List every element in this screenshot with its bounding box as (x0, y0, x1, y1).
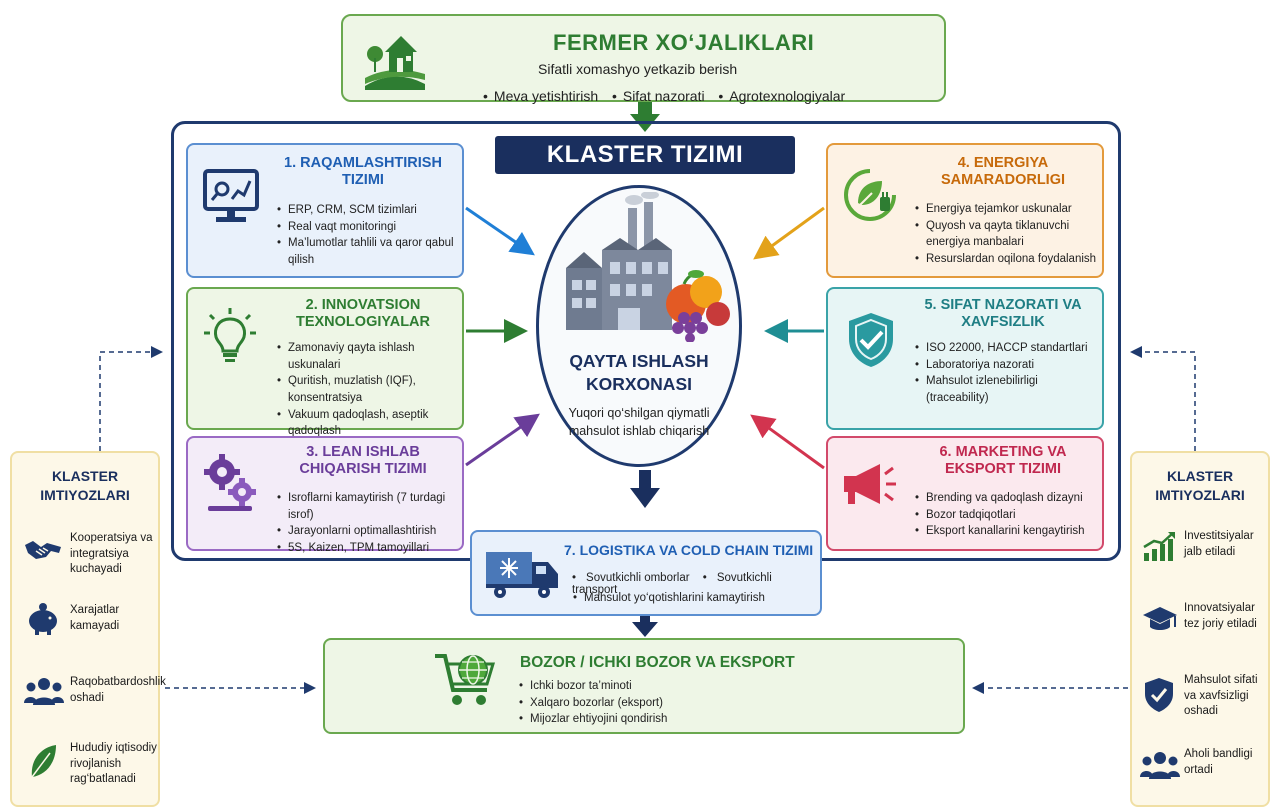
benefit-text: Aholi bandligi ortadi (1184, 748, 1253, 776)
people-icon (1140, 752, 1180, 779)
arrow-logistics-down (632, 616, 658, 637)
dashed-right-up (1130, 346, 1196, 451)
module-list-item: ERP, CRM, SCM tizimlari (276, 202, 461, 219)
module-list-item: Brending va qadoqlash dizayni (914, 490, 1102, 507)
handshake-icon (25, 541, 61, 559)
module-list: ISO 22000, HACCP standartlari Laboratori… (914, 340, 1102, 407)
module-list-item: Real vaqt monitoringi (276, 219, 461, 236)
farm-bullet: Agrotexnologiyalar (729, 88, 846, 104)
benefit-text: Hududiy iqtisodiy rivojlanish rag‘batlan… (70, 742, 157, 786)
module-list-item: Isroflarni kamaytirish (7 turdagi isrof) (276, 490, 461, 523)
module-list-item: Jarayonlarni optimallashtirish (276, 523, 461, 540)
module-list-item: Ma’lumotlar tahlili va qaror qabul qilis… (276, 235, 461, 268)
shield-check-icon (1145, 678, 1173, 712)
benefit-text: Innovatsiyalar tez joriy etiladi (1184, 602, 1257, 630)
module-list-item: Bozor tadqiqotlari (914, 507, 1102, 524)
shield-check-icon (849, 313, 893, 367)
cart-globe-icon (435, 654, 496, 705)
refrigerated-truck-icon (486, 552, 558, 598)
module-list: Energiya tejamkor uskunalar Quyosh va qa… (914, 201, 1102, 268)
farm-bullets: •Meva yetishtirish •Sifat nazorati •Agro… (483, 88, 846, 104)
graduation-cap-icon (1143, 607, 1177, 630)
market-list-item: Mijozlar ehtiyojini qondirish (518, 711, 818, 728)
module-list: Mahsulot yo‘qotishlarini kamaytirish (572, 590, 812, 607)
benefit-text: Xarajatlar kamayadi (70, 604, 120, 632)
benefit-text: Mahsulot sifati va xavfsizligi oshadi (1184, 674, 1258, 718)
module-title: 7. LOGISTIKA VA COLD CHAIN TIZIMI (564, 542, 814, 558)
leaf-icon (31, 745, 56, 778)
module-list-item: Sovutkichli omborlar (586, 572, 690, 584)
farm-title: FERMER XO‘JALIKLARI (553, 30, 815, 55)
benefit-text: Kooperatsiya va integratsiya kuchayadi (70, 532, 153, 576)
leaf-plug-icon (844, 169, 896, 221)
module-list-item: Laboratoriya nazorati (914, 357, 1102, 374)
module-list: Isroflarni kamaytirish (7 turdagi isrof)… (276, 490, 461, 557)
module-list-item: 5S, Kaizen, TPM tamoyillari (276, 540, 461, 557)
module-list-item: Mahsulot yo‘qotishlarini kamaytirish (572, 590, 812, 607)
farm-bullet: Sifat nazorati (622, 88, 705, 104)
megaphone-icon (844, 464, 896, 504)
growth-chart-icon (1143, 532, 1175, 561)
market-list: Ichki bozor ta’minoti Xalqaro bozorlar (… (518, 678, 818, 728)
module-list-item: Quritish, muzlatish (IQF), konsentratsiy… (276, 373, 461, 406)
farm-house-icon (365, 36, 425, 90)
market-box: BOZOR / ICHKI BOZOR VA EKSPORT Ichki boz… (323, 638, 965, 734)
module-logistics: 7. LOGISTIKA VA COLD CHAIN TIZIMI •Sovut… (470, 530, 822, 616)
monitor-chart-icon (203, 169, 259, 222)
module-list-item: Resurslardan oqilona foydalanish (914, 251, 1102, 268)
dashed-left-up (99, 346, 163, 451)
module-list-item: Eksport kanallarini kengaytirish (914, 523, 1102, 540)
module-list: Brending va qadoqlash dizayni Bozor tadq… (914, 490, 1102, 540)
lightbulb-icon (204, 308, 256, 362)
farm-subtitle: Sifatli xomashyo yetkazib berish (538, 61, 738, 77)
piggy-bank-icon (29, 603, 57, 635)
gears-icon (204, 454, 256, 511)
module-list-item: Zamonaviy qayta ishlash uskunalari (276, 340, 461, 373)
farm-box: FERMER XO‘JALIKLARI Sifatli xomashyo yet… (341, 14, 946, 104)
module-list: Zamonaviy qayta ishlash uskunalari Qurit… (276, 340, 461, 440)
cluster-banner: KLASTER TIZIMI (495, 136, 795, 174)
module-list-item: ISO 22000, HACCP standartlari (914, 340, 1102, 357)
module-list-item: Vakuum qadoqlash, aseptik qadoqlash (276, 407, 461, 440)
benefit-text: Raqobatbardoshlik oshadi (70, 676, 166, 704)
module-list-item: Mahsulot izlenebilirligi (traceability) (914, 373, 1102, 406)
people-icon (24, 678, 64, 705)
farm-bullet: Meva yetishtirish (493, 88, 599, 104)
market-title: BOZOR / ICHKI BOZOR VA EKSPORT (520, 654, 795, 671)
module-list-item: Energiya tejamkor uskunalar (914, 201, 1102, 218)
market-list-item: Xalqaro bozorlar (eksport) (518, 695, 818, 712)
market-list-item: Ichki bozor ta’minoti (518, 678, 818, 695)
benefit-text: Investitsiyalar jalb etiladi (1184, 530, 1254, 558)
module-list-item: Quyosh va qayta tiklanuvchi energiya man… (914, 218, 1102, 251)
factory-fruit-icon (566, 192, 730, 342)
module-list: ERP, CRM, SCM tizimlari Real vaqt monito… (276, 202, 461, 269)
